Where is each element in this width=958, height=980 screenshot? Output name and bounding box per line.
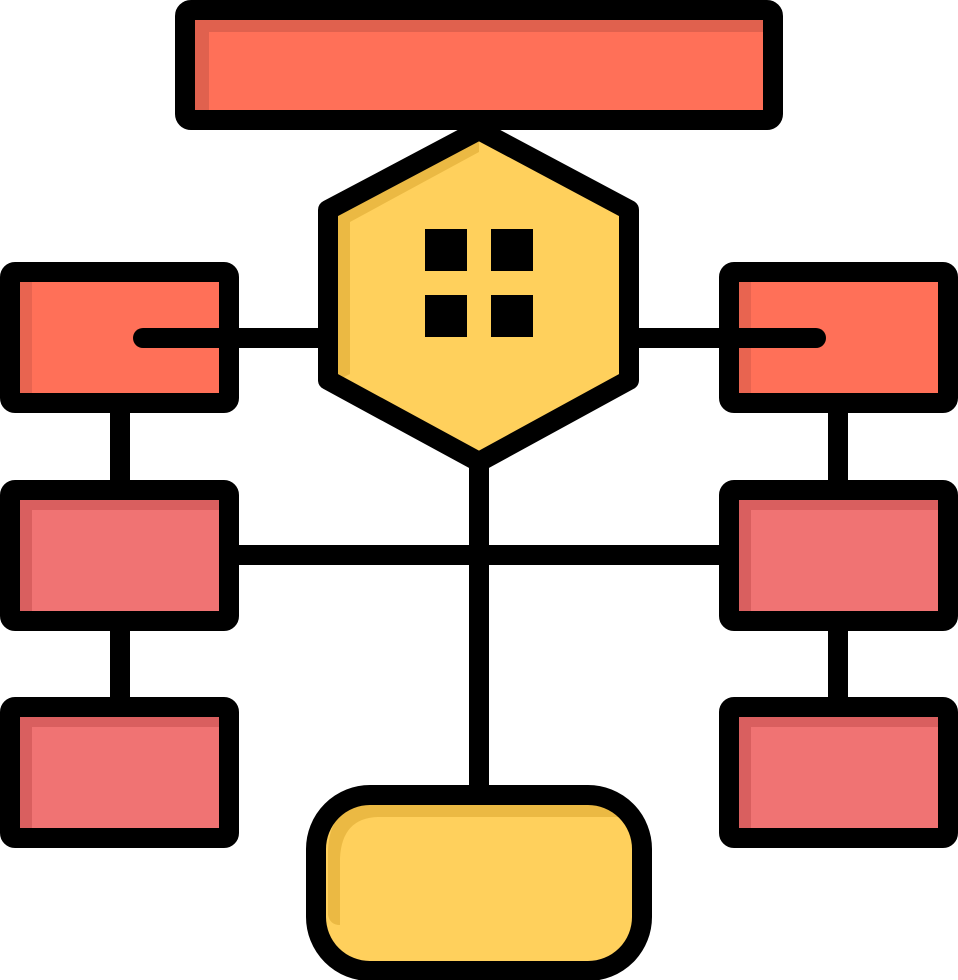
header-box: [175, 0, 783, 130]
grid-cell: [425, 229, 467, 271]
grid-cell: [491, 295, 533, 337]
left-box-bottom: [0, 697, 239, 848]
left-box-top: [0, 262, 239, 413]
right-box-middle: [719, 480, 958, 631]
right-box-bottom: [719, 697, 958, 848]
left-box-middle: [0, 480, 239, 631]
hexagon-node: [318, 120, 639, 472]
grid-icon: [425, 229, 533, 337]
grid-cell: [425, 295, 467, 337]
grid-cell: [491, 229, 533, 271]
connectors: [110, 328, 848, 805]
terminal-node: [306, 785, 652, 980]
